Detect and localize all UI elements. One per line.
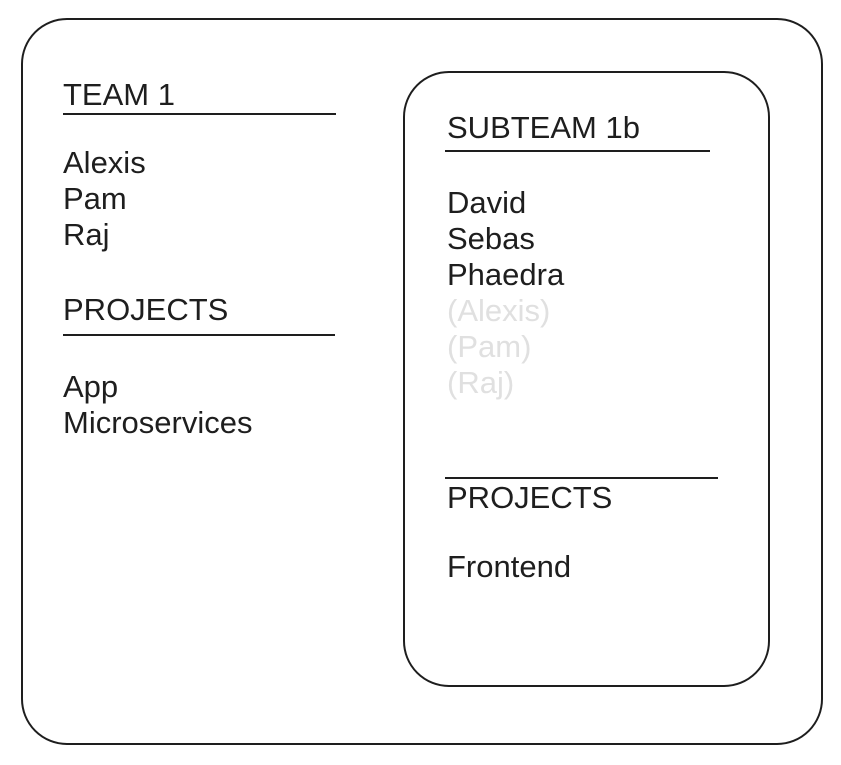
team-projects-header: PROJECTS — [63, 292, 229, 327]
subteam-inherited-member: (Pam) — [447, 329, 532, 364]
team-member: Pam — [63, 181, 127, 216]
subteam-member: David — [447, 185, 527, 220]
subteam-header-underline — [445, 150, 710, 152]
team-member: Alexis — [63, 145, 146, 180]
subteam-inherited-member: (Raj) — [447, 365, 515, 400]
subteam-member: Phaedra — [447, 257, 565, 292]
subteam-inherited-member: (Alexis) — [447, 293, 551, 328]
team-project: Microservices — [63, 405, 253, 440]
subteam-member: Sebas — [447, 221, 535, 256]
subteam-projects-header: PROJECTS — [447, 480, 613, 515]
team-project: App — [63, 369, 119, 404]
team-box — [21, 18, 823, 745]
subteam-box — [403, 71, 770, 687]
subteam-project-list: Frontend — [447, 549, 571, 585]
subteam-inherited-member-list: (Alexis)(Pam)(Raj) — [447, 293, 550, 401]
subteam-header: SUBTEAM 1b — [447, 110, 640, 145]
team-header-underline — [63, 113, 336, 115]
subteam-project: Frontend — [447, 549, 572, 584]
subteam-projects-divider — [445, 477, 718, 479]
team-header: TEAM 1 — [63, 77, 175, 112]
team-projects-underline — [63, 334, 335, 336]
team-member: Raj — [63, 217, 110, 252]
